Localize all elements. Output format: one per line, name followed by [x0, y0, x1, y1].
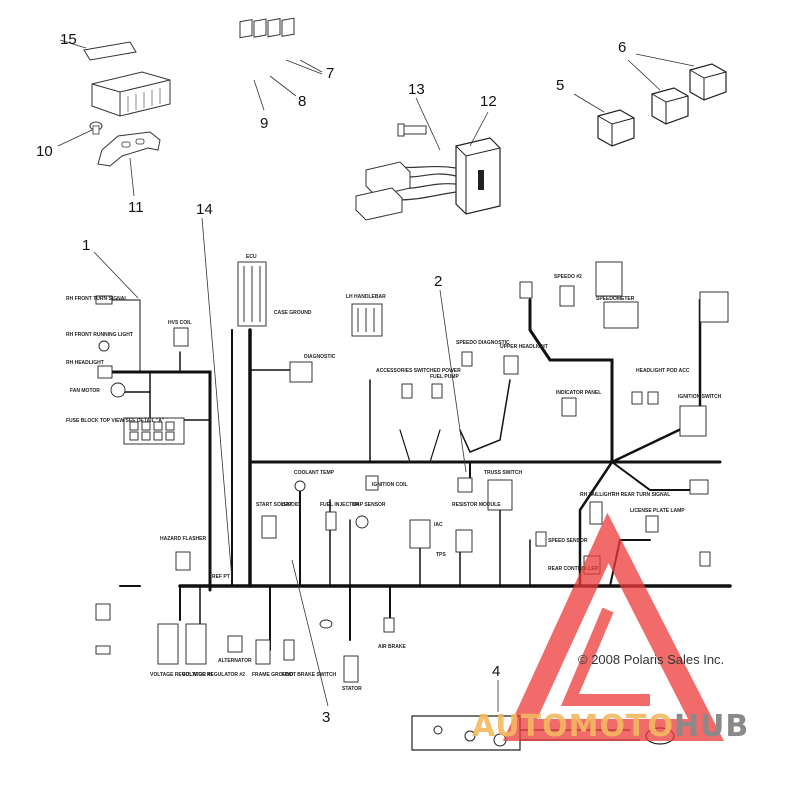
- label-tps: TPS: [436, 552, 446, 558]
- label-lh-handlebar: LH HANDLEBAR: [346, 294, 386, 300]
- label-rh-front-turn: RH FRONT TURN SIGNAL: [66, 296, 127, 302]
- callout-12: 12: [480, 93, 497, 110]
- callout-8: 8: [298, 93, 306, 110]
- label-ignition-switch: IGNITION SWITCH: [678, 394, 722, 400]
- label-alternator: ALTERNATOR: [218, 658, 252, 664]
- label-fuel-pump: FUEL PUMP: [430, 374, 459, 380]
- label-indicator-panel: INDICATOR PANEL: [556, 390, 601, 396]
- callout-14: 14: [196, 201, 213, 218]
- callout-leaders: [93, 217, 467, 707]
- callout-2: 2: [434, 273, 442, 290]
- bolt-part: [57, 121, 103, 147]
- callout-5: 5: [556, 77, 564, 94]
- fuse-box-cover-part: [91, 71, 171, 117]
- callout-9: 9: [260, 115, 268, 132]
- callout-7: 7: [326, 65, 334, 82]
- copyright-text: © 2008 Polaris Sales Inc.: [578, 652, 724, 667]
- label-speedo2: SPEEDO #2: [554, 274, 582, 280]
- callout-11: 11: [128, 199, 144, 216]
- label-ecu: ECU: [246, 254, 257, 260]
- label-iac: IAC: [434, 522, 443, 528]
- label-bat: BAT: [282, 502, 292, 508]
- label-diagnostic: DIAGNOSTIC: [304, 354, 336, 360]
- label-air-brake: AIR BRAKE: [378, 644, 406, 650]
- label-ignition-coil: IGNITION COIL: [372, 482, 408, 488]
- relay-parts: [573, 53, 727, 147]
- label-foot-brake: FOOT BRAKE SWITCH: [282, 672, 337, 678]
- callout-numbers: 15 10 11 7 8 9 13 12 5 6 1 14 2 3 4: [36, 31, 626, 726]
- callout-15: 15: [60, 31, 77, 48]
- watermark-hub: HUB: [674, 709, 749, 744]
- label-voltage-reg1: VOLTAGE REGULATOR #1: [150, 672, 213, 678]
- label-speedometer: SPEEDOMETER: [596, 296, 635, 302]
- label-start-solenoid: START SOLENOID: [256, 502, 300, 508]
- label-resistor-module: RESISTOR MODULE: [452, 502, 501, 508]
- label-truss-switch: TRUSS SWITCH: [484, 470, 522, 476]
- label-hazard-flasher: HAZARD FLASHER: [160, 536, 206, 542]
- label-frame-ground: FRAME GROUND: [252, 672, 294, 678]
- callout-10: 10: [36, 143, 53, 160]
- label-fuse-block: FUSE BLOCK TOP VIEW SEE DETAIL "A": [66, 418, 165, 424]
- label-sheet-part: [59, 39, 137, 61]
- label-map-sensor: MAP SENSOR: [352, 502, 386, 508]
- label-stator: STATOR: [342, 686, 362, 692]
- label-ref-pt: REF PT: [212, 574, 230, 580]
- label-rear-controller: REAR CONTROLLER: [548, 566, 599, 572]
- label-hvs-coil: HVS COIL: [168, 320, 192, 326]
- label-rh-rear-turn: RH REAR TURN SIGNAL: [612, 492, 670, 498]
- watermark: AUTOMOTOHUB: [472, 512, 749, 744]
- control-module-part: [355, 97, 501, 221]
- label-headlight-pod: HEADLIGHT POD ACC: [636, 368, 690, 374]
- label-fan-motor: FAN MOTOR: [70, 388, 100, 394]
- callout-6: 6: [618, 39, 626, 56]
- connectors: [95, 261, 729, 683]
- bracket-part: [97, 131, 161, 197]
- label-accessories: ACCESSORIES SWITCHED POWER: [376, 368, 461, 374]
- harness-trunks: [109, 298, 732, 651]
- callout-1: 1: [82, 237, 90, 254]
- label-fuel-injector: FUEL INJECTOR: [320, 502, 360, 508]
- component-labels: RH FRONT TURN SIGNAL RH FRONT RUNNING LI…: [66, 254, 722, 692]
- label-rh-front-running: RH FRONT RUNNING LIGHT: [66, 332, 133, 338]
- label-license-plate: LICENSE PLATE LAMP: [630, 508, 685, 514]
- fuses-part: [239, 17, 323, 111]
- label-rh-taillight: RH TAILLIGHT: [580, 492, 614, 498]
- label-rh-headlight: RH HEADLIGHT: [66, 360, 104, 366]
- watermark-auto: AUTOMOTO: [472, 709, 674, 744]
- label-speedo-diagnostic: SPEEDO DIAGNOSTIC: [456, 340, 510, 346]
- callout-13: 13: [408, 81, 425, 98]
- svg-text:AUTOMOTOHUB: AUTOMOTOHUB: [472, 709, 749, 744]
- callout-4: 4: [492, 663, 500, 680]
- label-voltage-reg2: VOLTAGE REGULATOR #2: [182, 672, 245, 678]
- label-case-ground: CASE GROUND: [274, 310, 312, 316]
- callout-3: 3: [322, 709, 330, 726]
- watermark-triangle-logo: [502, 512, 724, 741]
- label-upper-headlight: UPPER HEADLIGHT: [500, 344, 548, 350]
- label-speed-sensor: SPEED SENSOR: [548, 538, 588, 544]
- label-coolant-temp: COOLANT TEMP: [294, 470, 335, 476]
